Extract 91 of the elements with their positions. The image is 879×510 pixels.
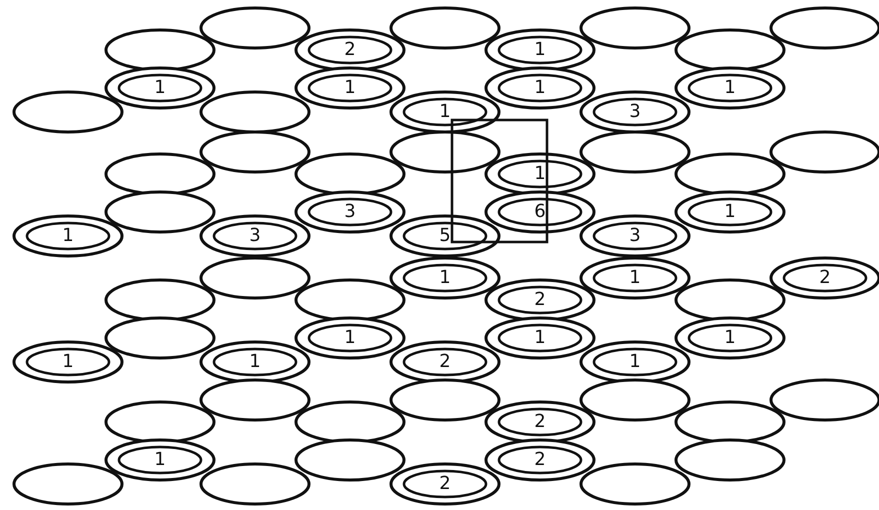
ellipse xyxy=(579,130,691,174)
ellipse xyxy=(199,6,311,50)
number-label: 3 xyxy=(249,227,261,245)
ellipse xyxy=(199,378,311,422)
number-label: 1 xyxy=(629,269,641,287)
ellipse xyxy=(579,6,691,50)
number-label: 3 xyxy=(344,203,356,221)
double-ellipse xyxy=(389,340,501,384)
number-label: 1 xyxy=(724,329,736,347)
number-label: 1 xyxy=(154,79,166,97)
number-label: 1 xyxy=(344,79,356,97)
number-label: 2 xyxy=(534,451,546,469)
double-ellipse xyxy=(674,66,786,110)
double-ellipse xyxy=(579,256,691,300)
ellipse xyxy=(294,400,406,444)
number-label: 1 xyxy=(534,79,546,97)
ellipse xyxy=(12,90,124,134)
double-ellipse xyxy=(12,214,124,258)
number-label: 2 xyxy=(534,291,546,309)
double-ellipse xyxy=(484,278,596,322)
number-label: 2 xyxy=(344,41,356,59)
number-label: 1 xyxy=(534,41,546,59)
number-label: 5 xyxy=(439,227,451,245)
double-ellipse xyxy=(389,90,501,134)
number-label: 1 xyxy=(249,353,261,371)
ellipse xyxy=(674,278,786,322)
double-ellipse xyxy=(389,462,501,506)
ellipse xyxy=(199,256,311,300)
double-ellipse xyxy=(579,340,691,384)
double-ellipse xyxy=(199,214,311,258)
ellipse xyxy=(104,152,216,196)
double-ellipse xyxy=(484,190,596,234)
number-label: 1 xyxy=(344,329,356,347)
number-label: 2 xyxy=(819,269,831,287)
ellipse xyxy=(674,152,786,196)
ellipse xyxy=(199,130,311,174)
ellipse xyxy=(104,28,216,72)
number-label: 1 xyxy=(629,353,641,371)
double-ellipse xyxy=(12,340,124,384)
number-label: 3 xyxy=(629,103,641,121)
ellipse xyxy=(674,400,786,444)
double-ellipse xyxy=(294,190,406,234)
number-label: 1 xyxy=(439,269,451,287)
number-label: 2 xyxy=(534,413,546,431)
ellipse xyxy=(674,438,786,482)
double-ellipse xyxy=(294,316,406,360)
ellipse xyxy=(674,28,786,72)
double-ellipse xyxy=(389,256,501,300)
ellipse xyxy=(104,316,216,360)
number-label: 1 xyxy=(534,329,546,347)
number-label: 1 xyxy=(534,165,546,183)
double-ellipse xyxy=(294,28,406,72)
number-label: 2 xyxy=(439,353,451,371)
double-ellipse xyxy=(484,316,596,360)
ellipse xyxy=(199,90,311,134)
double-ellipse xyxy=(104,66,216,110)
double-ellipse xyxy=(484,28,596,72)
double-ellipse xyxy=(104,438,216,482)
ellipse xyxy=(579,462,691,506)
ellipse xyxy=(389,6,501,50)
double-ellipse xyxy=(579,214,691,258)
double-ellipse xyxy=(389,214,501,258)
double-ellipse xyxy=(199,340,311,384)
double-ellipse xyxy=(579,90,691,134)
number-label: 1 xyxy=(724,79,736,97)
number-label: 1 xyxy=(154,451,166,469)
ellipse xyxy=(579,378,691,422)
double-ellipse xyxy=(484,400,596,444)
number-label: 1 xyxy=(724,203,736,221)
ellipse xyxy=(104,278,216,322)
double-ellipse xyxy=(674,190,786,234)
double-ellipse xyxy=(294,66,406,110)
number-label: 1 xyxy=(62,353,74,371)
ellipse xyxy=(294,438,406,482)
double-ellipse xyxy=(484,152,596,196)
ellipse xyxy=(12,462,124,506)
ellipse xyxy=(104,400,216,444)
double-ellipse xyxy=(674,316,786,360)
ellipse xyxy=(199,462,311,506)
number-label: 1 xyxy=(439,103,451,121)
number-label: 1 xyxy=(62,227,74,245)
ellipse xyxy=(104,190,216,234)
ellipse xyxy=(294,152,406,196)
number-label: 3 xyxy=(629,227,641,245)
ellipse xyxy=(389,378,501,422)
number-label: 6 xyxy=(534,203,546,221)
ellipse xyxy=(389,130,501,174)
double-ellipse xyxy=(484,438,596,482)
double-ellipse xyxy=(484,66,596,110)
number-label: 2 xyxy=(439,475,451,493)
ellipse xyxy=(294,278,406,322)
